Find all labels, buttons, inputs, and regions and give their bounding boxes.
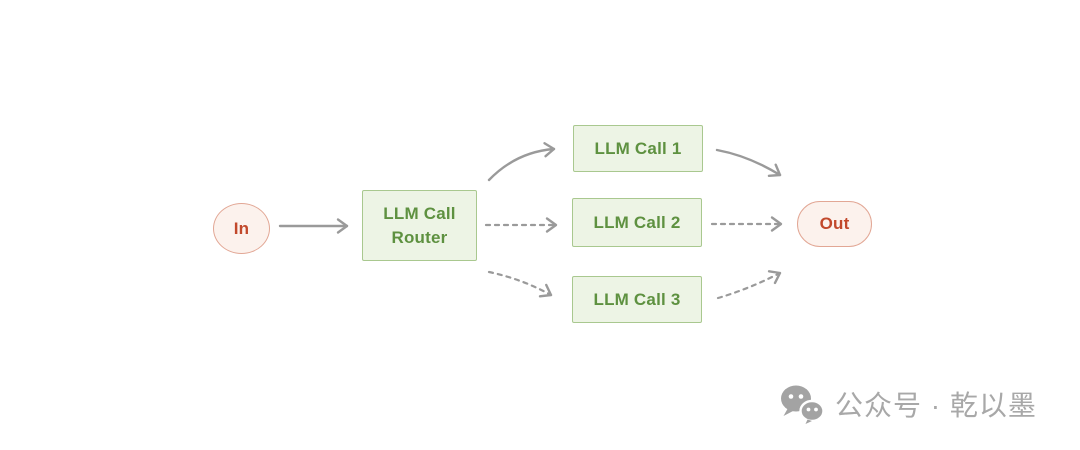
edge-call1-to-out — [715, 148, 782, 178]
node-llm-call-2-label: LLM Call 2 — [593, 212, 681, 232]
edge-router-to-call3 — [487, 270, 553, 298]
node-llm-call-1-label: LLM Call 1 — [594, 138, 682, 158]
node-in-label: In — [233, 218, 250, 238]
node-llm-call-3-label: LLM Call 3 — [593, 289, 681, 309]
node-llm-call-1: LLM Call 1 — [573, 125, 703, 172]
node-out-label: Out — [819, 214, 850, 233]
node-in: In — [213, 203, 270, 254]
node-router-label-line1: LLM Call — [383, 203, 456, 223]
wechat-icon — [781, 385, 825, 424]
node-router-label-line2: Router — [391, 227, 448, 247]
node-out: Out — [797, 201, 872, 247]
node-llm-call-2: LLM Call 2 — [572, 198, 702, 247]
watermark: 公众号 · 乾以墨 — [779, 383, 1037, 425]
watermark-text: 公众号 · 乾以墨 — [835, 390, 1037, 421]
node-llm-call-3: LLM Call 3 — [572, 276, 702, 323]
node-llm-call-router: LLM Call Router — [362, 190, 477, 261]
edge-call3-to-out — [716, 270, 782, 300]
edge-router-to-call1 — [487, 142, 556, 182]
